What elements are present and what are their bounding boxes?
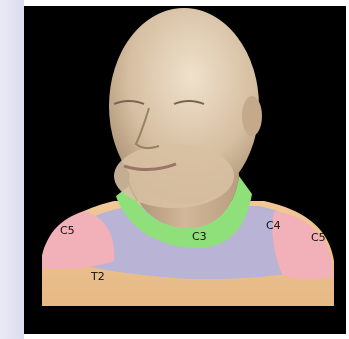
- label-c3: C3: [192, 230, 207, 243]
- jowl: [114, 144, 234, 208]
- left-margin-strip: [0, 0, 24, 339]
- dermatome-render: C5 C3 C4 C5 T2: [24, 6, 346, 334]
- label-t2: T2: [90, 270, 105, 283]
- label-c4: C4: [266, 219, 281, 232]
- label-c5-right: C5: [311, 231, 326, 244]
- c5-right-region: [272, 211, 334, 280]
- render-viewport: C5 C3 C4 C5 T2: [24, 6, 346, 334]
- ear: [242, 96, 262, 136]
- label-c5-left: C5: [60, 224, 75, 237]
- torso-shading: [42, 306, 334, 326]
